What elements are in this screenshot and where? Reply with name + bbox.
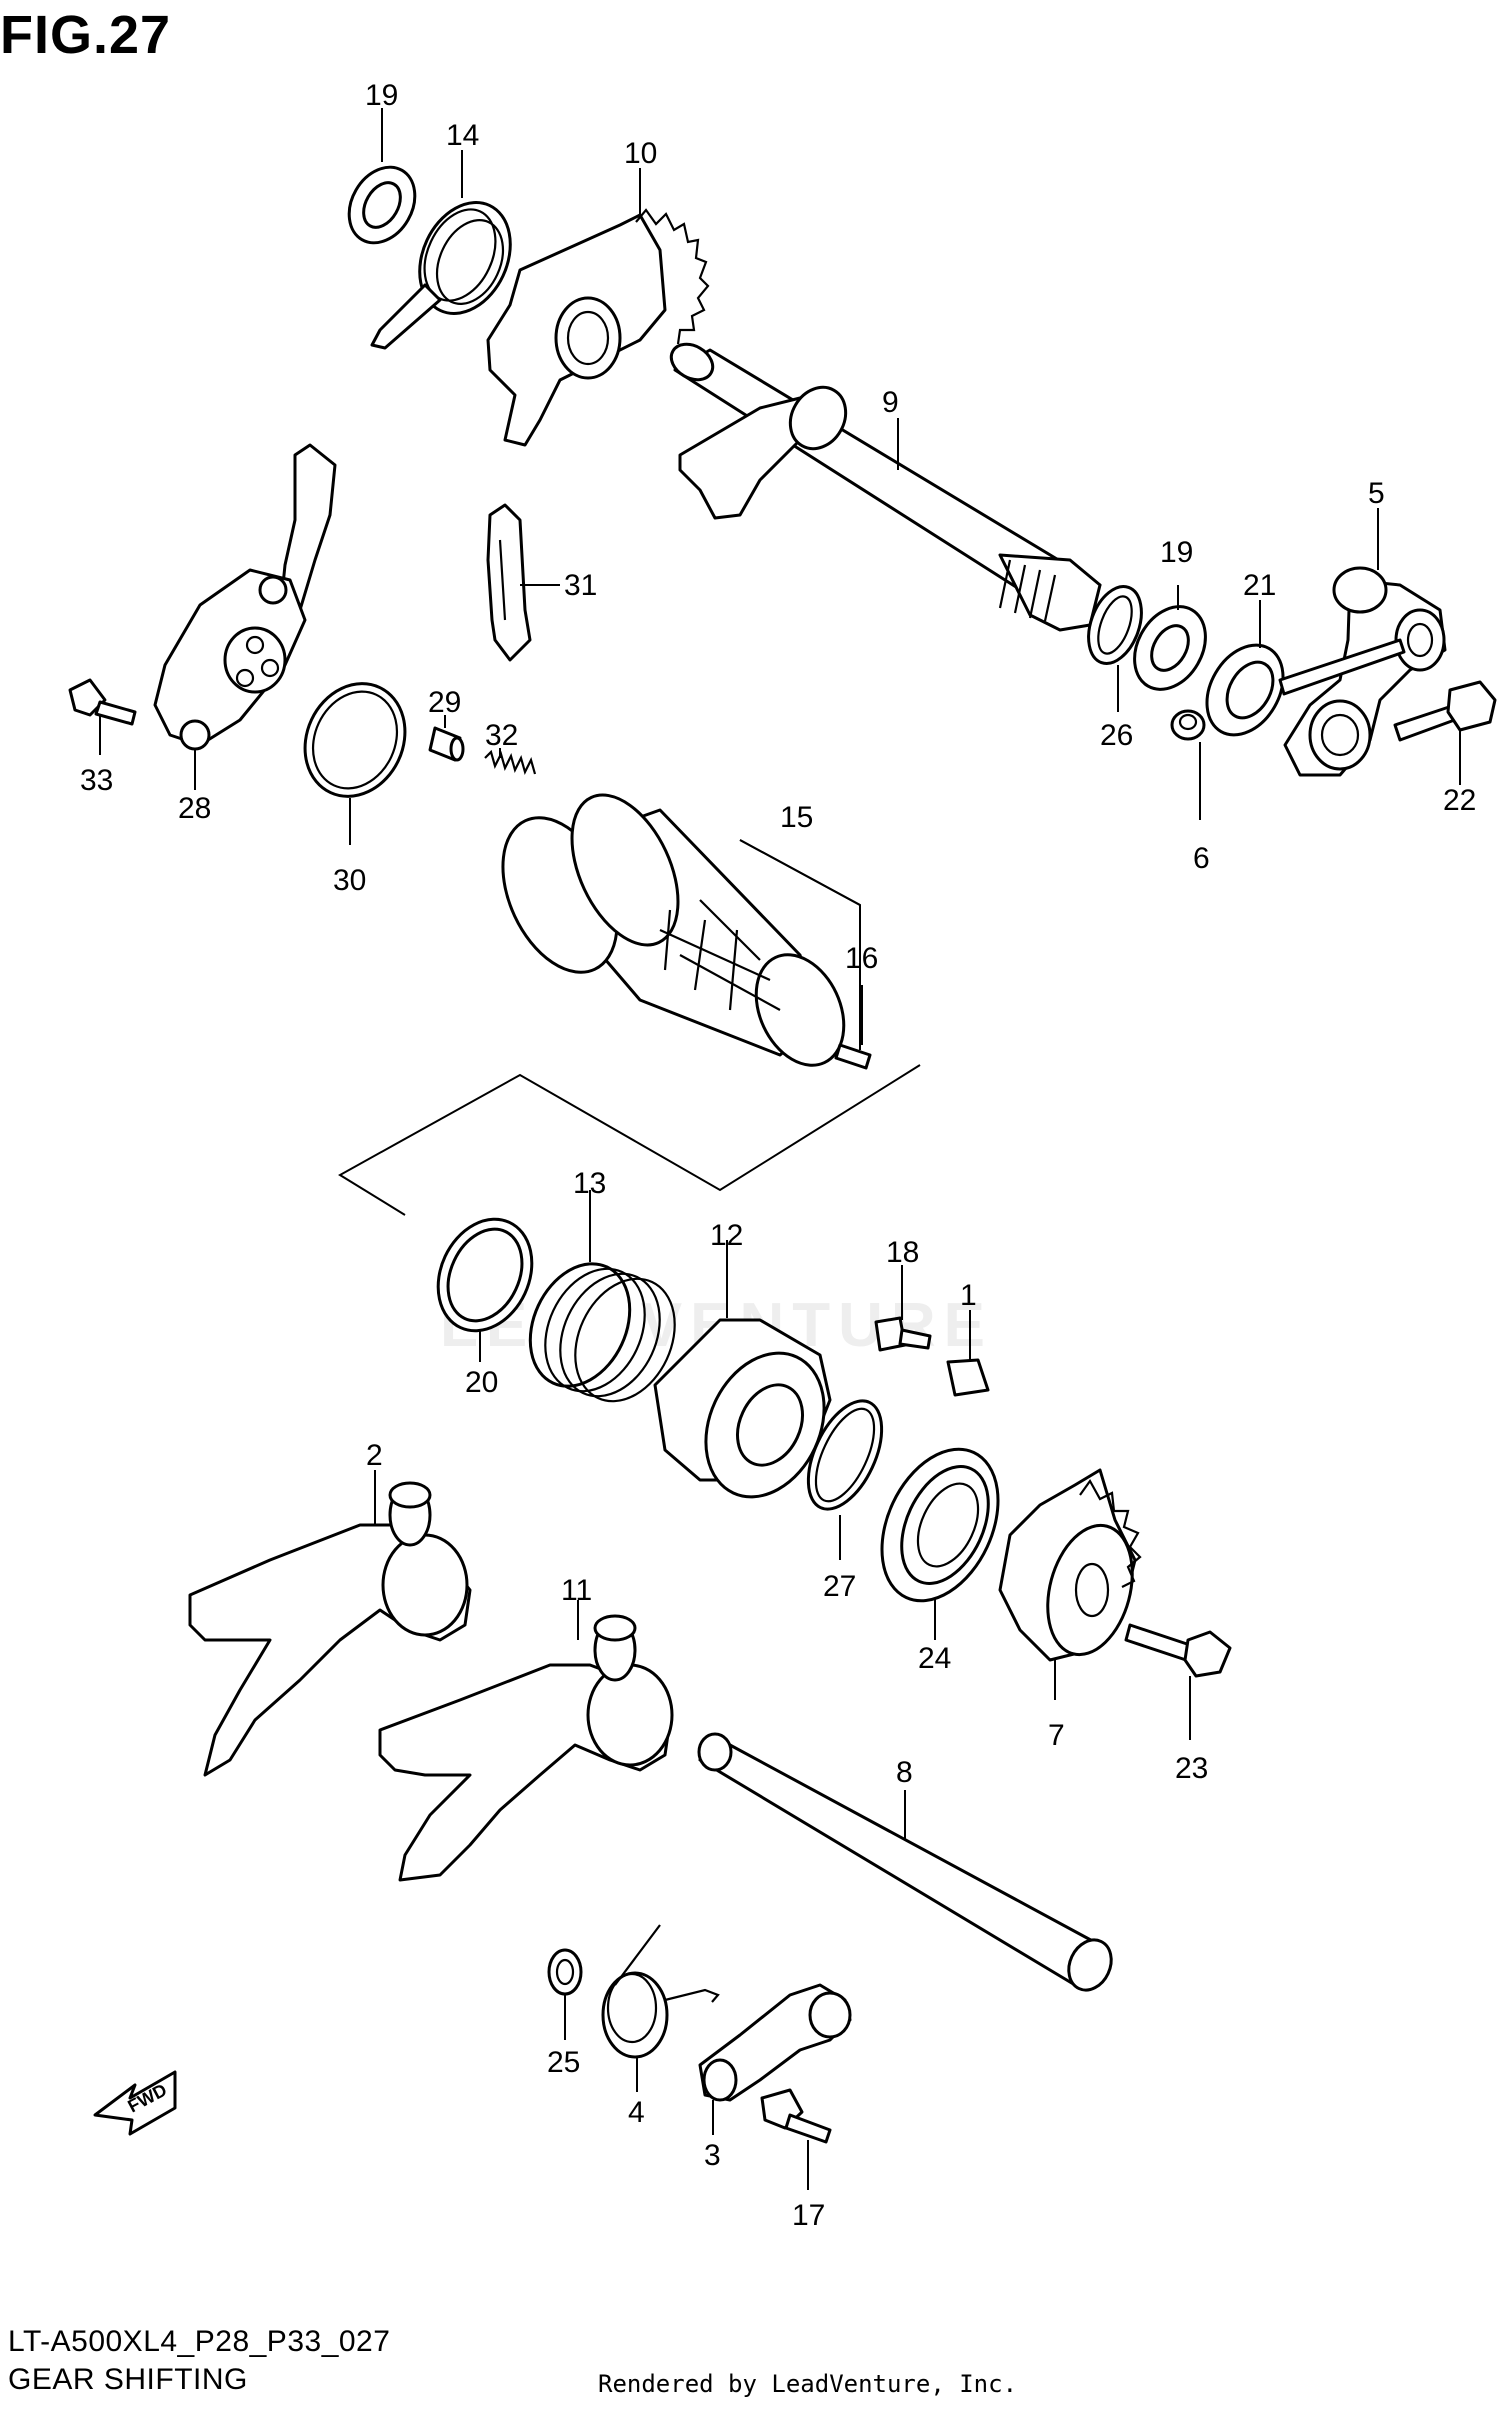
part-28-cover[interactable] <box>153 443 337 751</box>
part-20-washer[interactable] <box>421 1204 550 1346</box>
callout-20: 20 <box>465 1366 498 1399</box>
part-3-shift-cam-stopper-arm[interactable] <box>698 1983 852 2102</box>
part-22-bolt[interactable] <box>1393 680 1497 742</box>
part-33-bolt[interactable] <box>68 678 137 726</box>
fwd-direction-arrow: FWD <box>93 2070 177 2136</box>
callout-28: 28 <box>178 792 211 825</box>
part-19-washer-top[interactable] <box>336 155 428 254</box>
part-27-circlip[interactable] <box>793 1390 896 1520</box>
part-17-bolt[interactable] <box>760 2088 832 2144</box>
part-24-bearing[interactable] <box>859 1431 1021 1620</box>
callout-18: 18 <box>886 1236 919 1269</box>
callout-labels: 19 14 10 9 31 19 21 5 26 6 22 33 28 30 2… <box>80 79 1476 2232</box>
callout-7: 7 <box>1048 1719 1065 1752</box>
callout-12: 12 <box>710 1219 743 1252</box>
callout-31: 31 <box>564 569 597 602</box>
callout-25: 25 <box>547 2046 580 2079</box>
part-15-shift-cam[interactable] <box>480 778 861 1079</box>
part-31-stopper-plate[interactable] <box>486 503 532 662</box>
part-30-o-ring[interactable] <box>287 667 423 813</box>
callout-8: 8 <box>896 1756 913 1789</box>
callout-3: 3 <box>704 2139 721 2172</box>
part-16-pin[interactable] <box>834 1043 872 1070</box>
render-credit: Rendered by LeadVenture, Inc. <box>598 2370 1018 2398</box>
part-23-bolt[interactable] <box>1124 1623 1232 1678</box>
callout-22: 22 <box>1443 784 1476 817</box>
part-6-nut[interactable] <box>1170 709 1206 741</box>
callout-32: 32 <box>485 719 518 752</box>
part-18-screw[interactable] <box>874 1316 932 1352</box>
callout-33: 33 <box>80 764 113 797</box>
part-14-spring[interactable] <box>370 188 528 350</box>
part-10-shift-arm[interactable] <box>486 208 710 447</box>
callout-23: 23 <box>1175 1752 1208 1785</box>
part-9-shift-shaft[interactable] <box>665 337 1102 632</box>
callout-16: 16 <box>845 942 878 975</box>
callout-14: 14 <box>446 119 479 152</box>
callout-1: 1 <box>960 1279 977 1312</box>
callout-21: 21 <box>1243 569 1276 602</box>
part-11-shift-fork[interactable] <box>378 1614 674 1882</box>
callout-19-top: 19 <box>365 79 398 112</box>
callout-9: 9 <box>882 386 899 419</box>
figure-title: FIG.27 <box>0 5 172 65</box>
part-12-shift-cam-stopper[interactable] <box>653 1318 847 1516</box>
part-8-shift-fork-shaft[interactable] <box>697 1732 1119 1997</box>
part-32-spring[interactable] <box>484 749 537 776</box>
callout-30: 30 <box>333 864 366 897</box>
part-2-shift-fork[interactable] <box>188 1481 472 1777</box>
callout-15: 15 <box>780 801 813 834</box>
callout-29: 29 <box>428 686 461 719</box>
part-26-circlip[interactable] <box>1079 579 1151 671</box>
callout-24: 24 <box>918 1642 951 1675</box>
callout-27: 27 <box>823 1570 856 1603</box>
section-title: GEAR SHIFTING <box>8 2363 248 2396</box>
callout-13: 13 <box>573 1167 606 1200</box>
part-29-pin[interactable] <box>428 726 465 762</box>
callout-4: 4 <box>628 2096 645 2129</box>
part-4-spring[interactable] <box>601 1924 720 2059</box>
part-19-washer-right[interactable] <box>1120 594 1219 702</box>
part-21-oil-seal[interactable] <box>1192 631 1299 748</box>
part-1-washer[interactable] <box>946 1358 990 1397</box>
callout-11: 11 <box>561 1574 592 1607</box>
callout-5: 5 <box>1368 477 1385 510</box>
callout-10: 10 <box>624 137 657 170</box>
part-13-spring[interactable] <box>511 1248 693 1418</box>
callout-6: 6 <box>1193 842 1210 875</box>
callout-19-right: 19 <box>1160 536 1193 569</box>
callout-2: 2 <box>366 1439 383 1472</box>
leader-lines <box>99 108 1461 2190</box>
callout-17: 17 <box>792 2199 825 2232</box>
callout-26: 26 <box>1100 719 1133 752</box>
part-5-gearshift-lever[interactable] <box>1278 566 1447 777</box>
part-25-washer[interactable] <box>547 1948 583 1996</box>
diagram-code: LT-A500XL4_P28_P33_027 <box>8 2325 391 2358</box>
part-7-shift-cam-gear[interactable] <box>998 1468 1146 1664</box>
